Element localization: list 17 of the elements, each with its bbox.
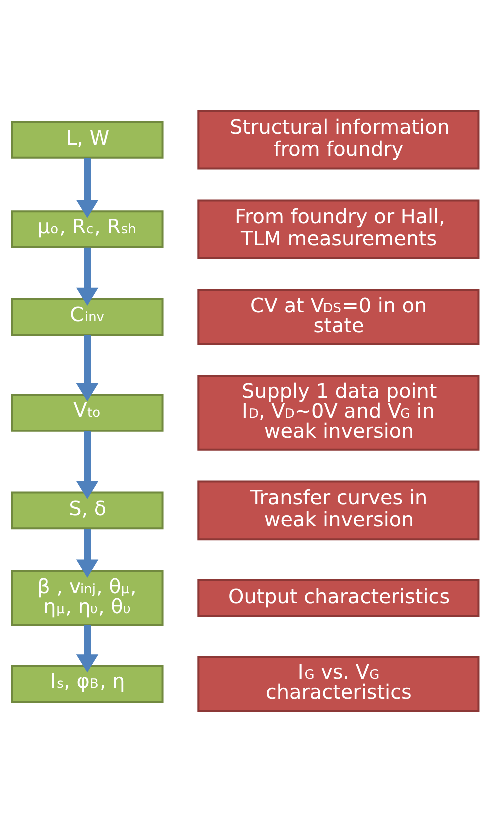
arrow [76, 336, 99, 402]
node-box: S, δ [11, 492, 164, 530]
node-box: β , vinj, θμ, ημ, ηυ, θυ [11, 570, 164, 626]
node-box: Vto [11, 394, 164, 432]
node-box: Output characteristics [198, 579, 480, 618]
node-box: Transfer curves in weak inversion [198, 480, 480, 541]
arrow [76, 431, 99, 500]
arrow [76, 158, 99, 218]
node-box: Cinv [11, 298, 164, 336]
arrow [76, 529, 99, 578]
arrow [76, 248, 99, 306]
node-box: μo, Rc, Rsh [11, 210, 164, 249]
arrow [76, 625, 99, 673]
node-box: From foundry or Hall, TLM measurements [198, 200, 480, 260]
node-box: L, W [11, 120, 164, 159]
node-box: Structural information from foundry [198, 110, 480, 170]
node-box: CV at VDS=0 in on state [198, 289, 480, 346]
